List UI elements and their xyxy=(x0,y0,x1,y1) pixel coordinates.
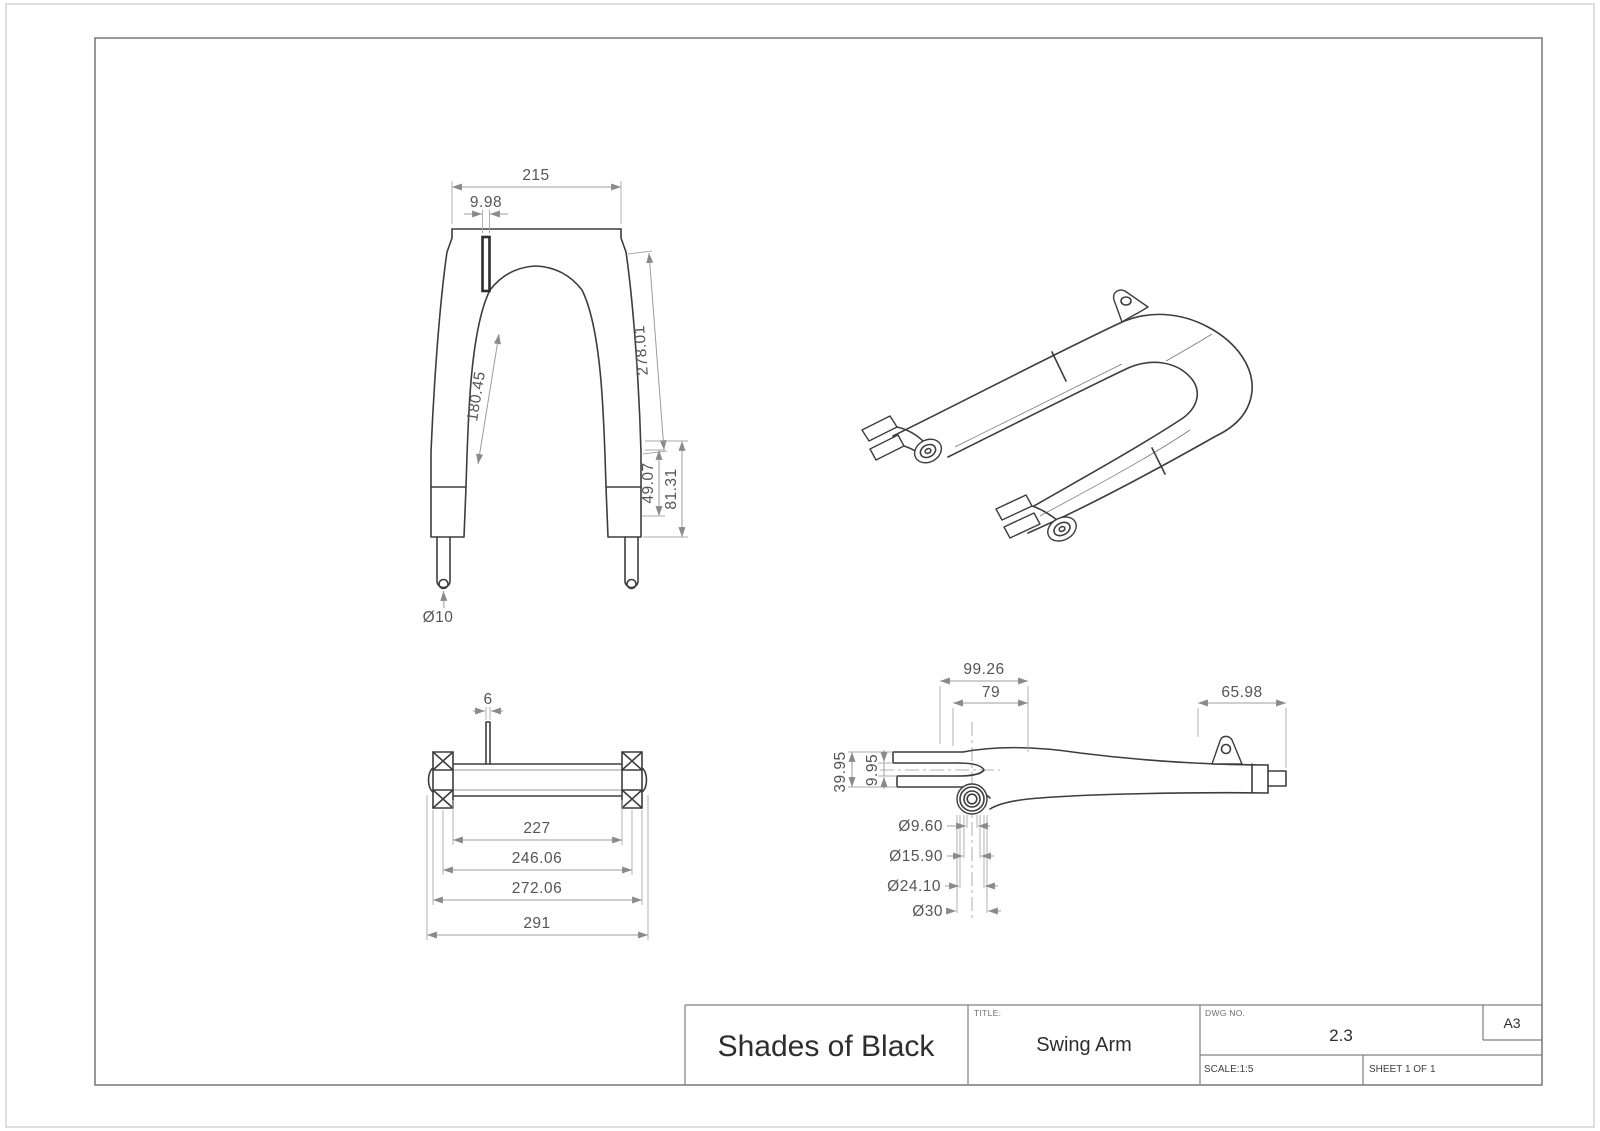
drawing-title: Swing Arm xyxy=(1036,1034,1132,1056)
dwg-no-label: DWG NO. xyxy=(1205,1008,1245,1018)
bottom-view: 6 227 246.06 272.06 291 xyxy=(426,691,649,940)
front-slot xyxy=(481,235,491,293)
side-tab xyxy=(1211,735,1243,765)
side-dim-height-label: 39.95 xyxy=(832,751,849,792)
front-dim-leg-upper-label: 49.07 xyxy=(640,462,657,503)
side-dim-fork-overall-label: 99.26 xyxy=(963,661,1004,678)
side-dim-prong-label: 9.95 xyxy=(864,754,881,786)
title-block: Shades of Black TITLE: Swing Arm DWG NO.… xyxy=(684,1004,1542,1085)
side-dim-dia3-label: Ø24.10 xyxy=(887,878,941,895)
side-dim-axle-label: 65.98 xyxy=(1221,684,1262,701)
company-name: Shades of Black xyxy=(718,1030,936,1063)
front-dim-width-label: 215 xyxy=(522,167,549,184)
iso-upper-fork xyxy=(861,415,943,464)
title-label: TITLE: xyxy=(974,1008,1001,1018)
front-dim-slot-label: 9.98 xyxy=(470,194,502,211)
front-dim-outer-edge-label: 278.01 xyxy=(631,325,652,377)
front-dim-inner-edge-label: 180.45 xyxy=(464,370,489,422)
side-view-dimensions: 99.26 79 65.98 39.95 9.95 Ø9.60 xyxy=(832,661,1287,920)
side-dim-dia1-label: Ø9.60 xyxy=(898,818,943,835)
front-view-outline xyxy=(430,228,642,590)
bottom-dim-mid-label: 246.06 xyxy=(512,850,562,867)
side-dim-dia4-label: Ø30 xyxy=(912,903,943,920)
sheet-text: SHEET 1 OF 1 xyxy=(1369,1064,1436,1075)
bottom-pin xyxy=(485,721,491,765)
side-dim-fork-inner-label: 79 xyxy=(982,684,1000,701)
front-view-dimensions: 215 9.98 278.01 180.45 49.07 81.31 Ø10 xyxy=(423,167,688,626)
sheet-border xyxy=(5,3,1595,1128)
bottom-dim-outer-label: 272.06 xyxy=(512,880,562,897)
bottom-view-dimensions: 6 227 246.06 272.06 291 xyxy=(426,691,649,940)
title-block-lines xyxy=(684,1004,1542,1085)
front-dim-leg-overall-label: 81.31 xyxy=(663,468,680,509)
bottom-dim-inner-label: 227 xyxy=(523,820,550,837)
pivot-circles xyxy=(956,783,988,815)
dwg-no-value: 2.3 xyxy=(1329,1026,1353,1045)
paper-size: A3 xyxy=(1503,1015,1520,1031)
iso-lower-fork xyxy=(995,494,1077,542)
side-dim-dia2-label: Ø15.90 xyxy=(889,848,943,865)
scale-text: SCALE:1:5 xyxy=(1204,1064,1254,1075)
side-view-outline xyxy=(880,722,1287,918)
bottom-dim-pin-label: 6 xyxy=(483,691,492,708)
front-view: 215 9.98 278.01 180.45 49.07 81.31 Ø10 xyxy=(423,167,688,626)
bottom-dim-overall-label: 291 xyxy=(523,915,550,932)
side-view: 99.26 79 65.98 39.95 9.95 Ø9.60 xyxy=(832,661,1287,920)
iso-tab xyxy=(1112,289,1149,323)
front-dim-hole-label: Ø10 xyxy=(423,609,454,626)
isometric-view xyxy=(861,289,1253,542)
bottom-view-outline xyxy=(427,721,648,809)
